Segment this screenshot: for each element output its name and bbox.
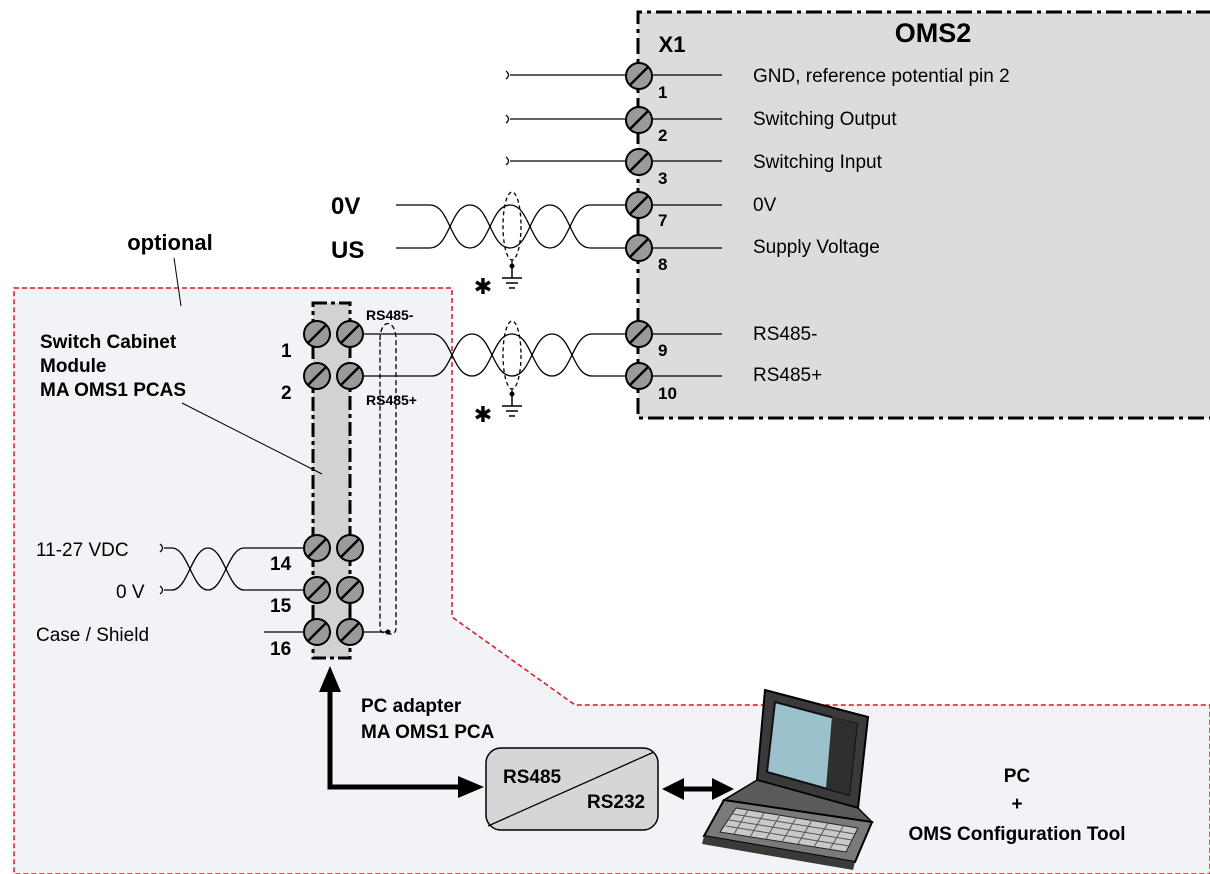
pin-row-8: 8 Supply Voltage bbox=[624, 233, 880, 274]
pin-number: 2 bbox=[658, 126, 667, 145]
adapter-port-rs232: RS232 bbox=[587, 792, 645, 813]
terminal-screw-icon bbox=[335, 533, 365, 563]
terminal-screw-icon bbox=[335, 361, 365, 391]
terminal-screw-icon bbox=[335, 617, 365, 647]
pin-number: 8 bbox=[658, 255, 667, 274]
terminal-screw-icon bbox=[302, 617, 332, 647]
pin-number: 3 bbox=[658, 169, 667, 188]
adapter-title-line-1: PC adapter bbox=[361, 696, 462, 717]
power-twisted-pair bbox=[159, 543, 303, 633]
power-label-vdc: 11-27 VDC bbox=[36, 540, 129, 561]
pin-number: 7 bbox=[658, 211, 667, 230]
cabinet-title-line-1: Switch Cabinet bbox=[40, 332, 177, 353]
terminal-screw-icon bbox=[624, 147, 654, 177]
pin-number: 9 bbox=[658, 341, 667, 360]
power-label-0v: 0 V bbox=[116, 582, 145, 603]
terminal-screw-icon bbox=[624, 233, 654, 263]
ground-marker: ✱ bbox=[474, 402, 492, 427]
supply-label-us: US bbox=[331, 237, 364, 264]
pc-adapter-box: RS485 RS232 bbox=[485, 747, 659, 831]
pin-description: GND, reference potential pin 2 bbox=[753, 66, 1010, 87]
terminal-screw-icon bbox=[335, 575, 365, 605]
pin-row-7: 7 0V bbox=[624, 190, 777, 230]
ground-icon bbox=[501, 393, 523, 417]
pin-number: 1 bbox=[658, 83, 667, 102]
adapter-title-line-2: MA OMS1 PCA bbox=[361, 722, 495, 743]
terminal-screw-icon bbox=[335, 319, 365, 349]
cabinet-terminal-1: 1 bbox=[281, 341, 292, 362]
pin-number: 10 bbox=[658, 384, 677, 403]
terminal-screw-icon bbox=[624, 61, 654, 91]
cabinet-title-line-2: Module bbox=[40, 356, 107, 377]
pin-row-9: 9 RS485- bbox=[624, 319, 817, 360]
terminal-screw-icon bbox=[624, 105, 654, 135]
cabinet-adapter-arrow bbox=[319, 666, 484, 798]
cabinet-module-body bbox=[313, 303, 350, 658]
ground-marker: ✱ bbox=[474, 274, 492, 299]
terminal-screw-icon bbox=[302, 533, 332, 563]
pin-row-2: 2 Switching Output bbox=[505, 105, 897, 145]
rs485-plus-label: RS485+ bbox=[366, 392, 417, 408]
oms2-title: OMS2 bbox=[895, 18, 972, 48]
rs485-minus-label: RS485- bbox=[366, 307, 414, 323]
pin-description: RS485+ bbox=[753, 365, 822, 386]
supply-twisted-pair bbox=[396, 191, 722, 266]
rs485-shield bbox=[364, 322, 397, 635]
pin-row-1: 1 GND, reference potential pin 2 bbox=[505, 61, 1010, 102]
connector-x1-label: X1 bbox=[659, 32, 686, 57]
pin-description: Switching Input bbox=[753, 152, 883, 173]
pin-description: RS485- bbox=[753, 324, 817, 345]
pin-row-10: 10 RS485+ bbox=[624, 361, 822, 403]
pin-description: 0V bbox=[753, 195, 777, 216]
pc-label-line-1: PC bbox=[1004, 766, 1031, 787]
terminal-screw-icon bbox=[624, 319, 654, 349]
cabinet-terminal-16: 16 bbox=[270, 639, 291, 660]
laptop-icon bbox=[702, 688, 875, 870]
terminal-screw-icon bbox=[302, 575, 332, 605]
adapter-pc-double-arrow bbox=[662, 778, 734, 800]
adapter-port-rs485: RS485 bbox=[503, 767, 562, 788]
terminal-screw-icon bbox=[302, 319, 332, 349]
cabinet-title-line-3: MA OMS1 PCAS bbox=[40, 380, 186, 401]
ground-icon bbox=[501, 265, 523, 289]
power-label-case-shield: Case / Shield bbox=[36, 625, 149, 646]
cabinet-terminal-15: 15 bbox=[270, 596, 292, 617]
pin-row-3: 3 Switching Input bbox=[505, 147, 883, 188]
terminal-screw-icon bbox=[302, 361, 332, 391]
optional-label: optional bbox=[127, 230, 213, 255]
supply-label-0v: 0V bbox=[331, 193, 360, 220]
pin-description: Switching Output bbox=[753, 109, 897, 130]
terminal-screw-icon bbox=[624, 190, 654, 220]
cabinet-terminal-14: 14 bbox=[270, 554, 292, 575]
pc-label-line-2: + bbox=[1011, 794, 1022, 815]
pc-label-line-3: OMS Configuration Tool bbox=[908, 824, 1125, 845]
terminal-screw-icon bbox=[624, 361, 654, 391]
pin-description: Supply Voltage bbox=[753, 237, 880, 258]
cabinet-terminal-2: 2 bbox=[281, 383, 292, 404]
rs485-twisted-pair bbox=[364, 320, 722, 394]
